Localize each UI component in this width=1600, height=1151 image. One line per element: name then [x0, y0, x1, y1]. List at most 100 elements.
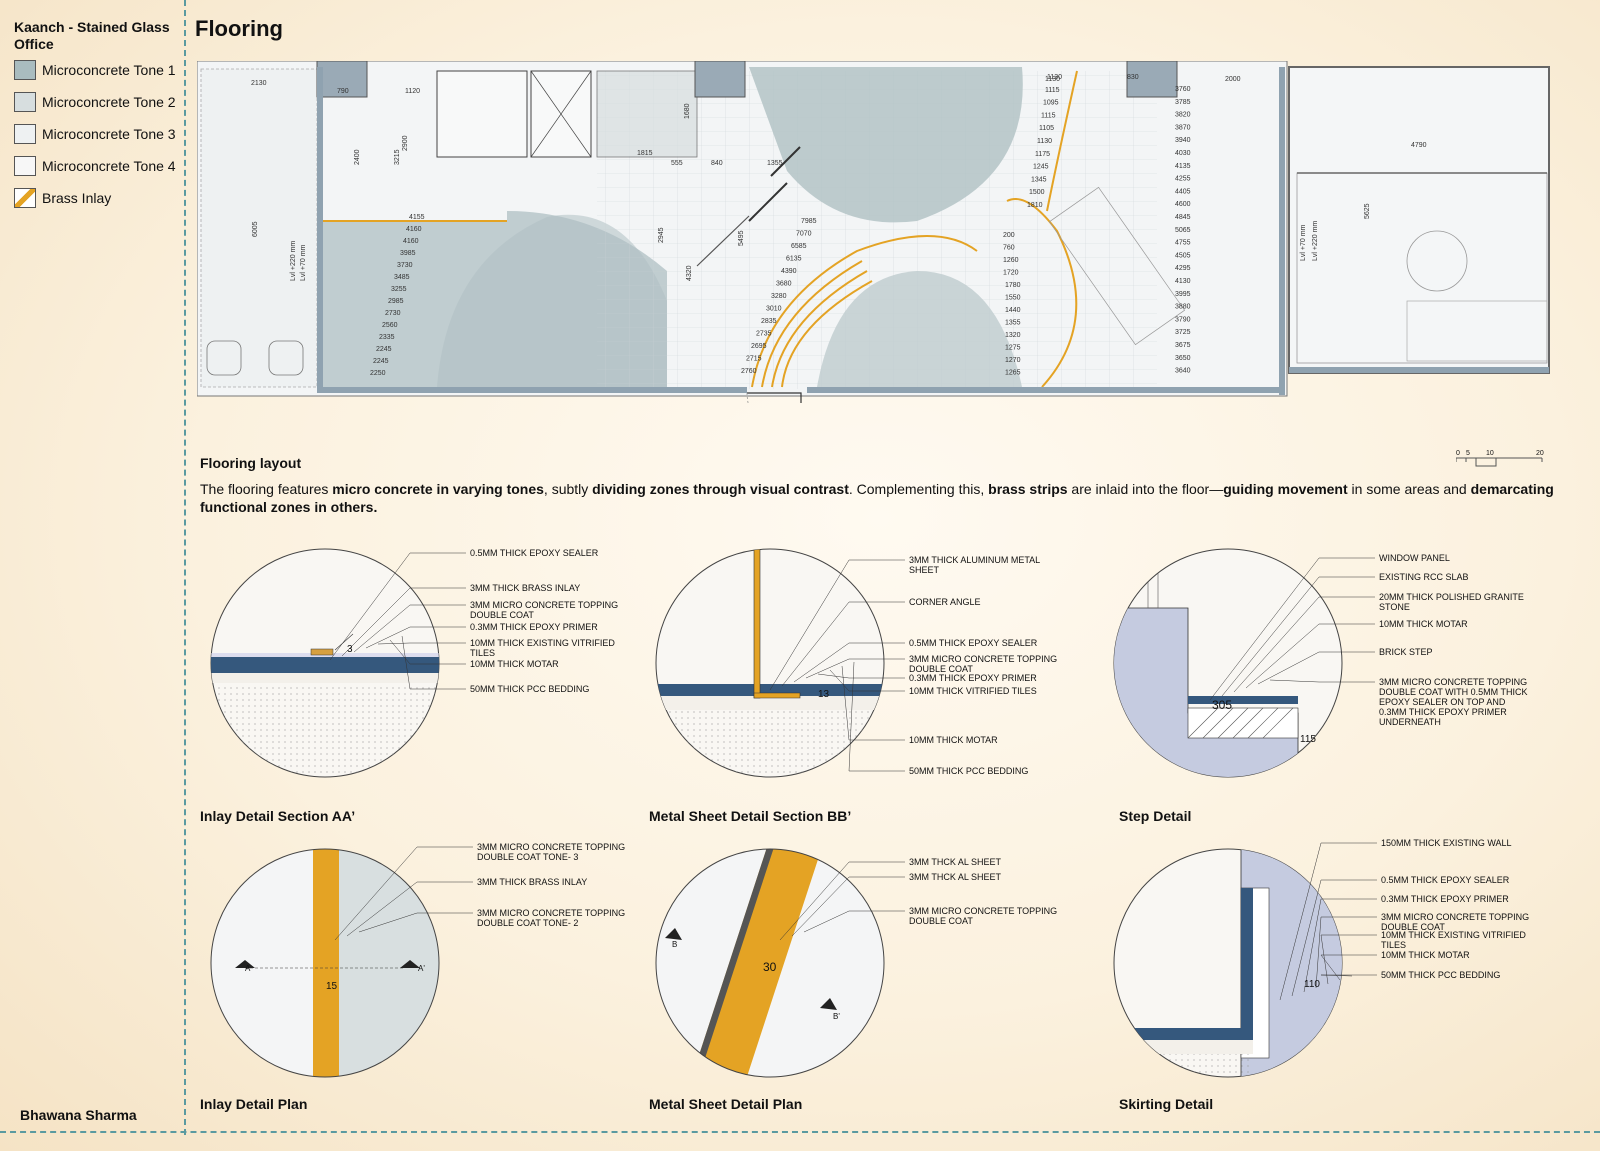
plan-dimension: 1245	[1033, 164, 1049, 171]
skirting-drawing	[1113, 848, 1343, 1078]
legend-swatch	[14, 156, 36, 176]
plan-dimension: 3760	[1175, 86, 1191, 93]
plan-dimension: Lvl +220 mm	[1312, 221, 1319, 261]
detail-title: Step Detail	[1119, 808, 1192, 824]
description-run: dividing zones through visual contrast	[592, 481, 849, 497]
plan-dimension: 3255	[391, 286, 407, 293]
legend: Microconcrete Tone 1 Microconcrete Tone 2…	[14, 54, 176, 214]
plan-dimension: 1115	[1045, 87, 1060, 94]
detail-dimension: 115	[1300, 734, 1316, 745]
description-run: guiding movement	[1223, 481, 1348, 497]
plan-dimension: 1720	[1003, 270, 1019, 277]
detail-title: Skirting Detail	[1119, 1096, 1214, 1112]
plan-dimension: 2735	[756, 331, 772, 338]
detail-annotation: 3MM MICRO CONCRETE TOPPING DOUBLE COAT	[909, 906, 1058, 926]
flooring-description: The flooring features micro concrete in …	[200, 480, 1570, 516]
plan-dimension: 1355	[1005, 320, 1021, 327]
section-marker: A	[245, 964, 251, 973]
plan-dimension: 840	[711, 160, 723, 167]
plan-dimension: 3870	[1175, 124, 1191, 131]
plan-dimension: 2695	[751, 343, 767, 350]
plan-dimension: 2245	[373, 358, 389, 365]
detail-annotation: 3MM MICRO CONCRETE TOPPING DOUBLE COAT T…	[477, 842, 626, 862]
plan-dimension: 2985	[388, 298, 404, 305]
legend-swatch	[14, 60, 36, 80]
plan-dimension: 1440	[1005, 307, 1021, 314]
flooring-layout-title: Flooring layout	[200, 455, 302, 471]
detail-annotation: 50MM THICK PCC BEDDING	[1381, 970, 1501, 980]
legend-item: Brass Inlay	[14, 182, 176, 214]
section-marker: B	[672, 940, 678, 949]
plan-dimension: 4505	[1175, 252, 1191, 259]
plan-dimension: 3725	[1175, 329, 1191, 336]
plan-dimension: 4320	[686, 265, 693, 281]
detail-annotation: 0.5MM THICK EPOXY SEALER	[470, 548, 599, 558]
scale-tick-label: 0	[1456, 450, 1460, 457]
plan-dimension: 4130	[1175, 278, 1191, 285]
description-run: micro concrete in varying tones	[332, 481, 544, 497]
plan-dimension: 2335	[379, 334, 395, 341]
detail-annotation: 0.3MM THICK EPOXY PRIMER	[1381, 894, 1509, 904]
plan-dimension: 790	[337, 88, 349, 95]
detail-annotation: 3MM MICRO CONCRETE TOPPING DOUBLE COAT	[470, 600, 619, 620]
detail-annotation: 3MM THICK BRASS INLAY	[477, 877, 588, 887]
detail-skirting: Skirting Detail	[1108, 848, 1578, 1118]
plan-dimension: 1095	[1043, 100, 1059, 107]
plan-dimension: 4405	[1175, 188, 1191, 195]
detail-annotation: 10MM THICK MOTAR	[470, 659, 559, 669]
plan-dimension: 3650	[1175, 355, 1191, 362]
margin-line-vertical	[184, 0, 186, 1135]
plan-dimension: 6135	[786, 256, 802, 263]
plan-dimension: 4155	[409, 214, 425, 221]
detail-title: Metal Sheet Detail Plan	[649, 1096, 803, 1112]
plan-dimension: 4255	[1175, 176, 1191, 183]
plan-dimension: 1130	[1045, 76, 1060, 83]
plan-dimension: 3790	[1175, 316, 1191, 323]
plan-dimension: 2400	[354, 149, 361, 165]
detail-annotation: 3MM THICK BRASS INLAY	[470, 583, 581, 593]
detail-annotation: 10MM THICK EXISTING VITRIFIED TILES	[470, 638, 615, 658]
detail-annotation: 10MM THICK MOTAR	[1381, 950, 1470, 960]
plan-dimension: 4390	[781, 268, 797, 275]
plan-dimension: 1105	[1039, 125, 1054, 132]
plan-dimension: 2760	[741, 368, 757, 375]
plan-dimension: 3985	[400, 250, 416, 257]
plan-dimension: 3215	[394, 149, 401, 165]
detail-annotation: CORNER ANGLE	[909, 597, 981, 607]
detail-dimension: 3	[347, 644, 353, 655]
plan-dimension: 1265	[1005, 370, 1021, 377]
detail-annotation: 150MM THICK EXISTING WALL	[1381, 838, 1512, 848]
plan-dimension: 3675	[1175, 342, 1191, 349]
plan-dimension: 1810	[1027, 202, 1043, 209]
detail-annotation: 0.5MM THICK EPOXY SEALER	[909, 638, 1038, 648]
detail-dimension: 110	[1304, 979, 1320, 990]
detail-title: Inlay Detail Section AA’	[200, 808, 356, 824]
detail-inlay-section: Inlay Detail Section AA’	[200, 548, 655, 824]
detail-title: Inlay Detail Plan	[200, 1096, 308, 1112]
plan-dimension: 1345	[1031, 176, 1047, 183]
plan-dimension: 2900	[402, 135, 409, 151]
plan-dimension: 4160	[403, 238, 419, 245]
detail-annotation: 10MM THICK MOTAR	[909, 735, 998, 745]
plan-dimension: 1550	[1005, 295, 1021, 302]
description-run: in some areas and	[1347, 481, 1471, 497]
plan-dimension: 2715	[746, 356, 762, 363]
legend-swatch	[14, 92, 36, 112]
legend-item: Microconcrete Tone 2	[14, 86, 176, 118]
detail-annotation: BRICK STEP	[1379, 647, 1433, 657]
plan-dimension: 4845	[1175, 214, 1191, 221]
legend-label: Microconcrete Tone 3	[42, 126, 176, 142]
legend-label: Microconcrete Tone 1	[42, 62, 176, 78]
plan-dimension: 555	[671, 160, 683, 167]
scale-tick-label: 5	[1466, 450, 1470, 457]
plan-dimension: 4790	[1411, 142, 1427, 149]
plan-dimension: 4030	[1175, 150, 1191, 157]
detail-annotation: 20MM THICK POLISHED GRANITE STONE	[1379, 592, 1524, 612]
detail-annotation: 50MM THICK PCC BEDDING	[470, 684, 590, 694]
plan-dimension: 7985	[801, 218, 817, 225]
detail-annotation: 50MM THICK PCC BEDDING	[909, 766, 1029, 776]
step-drawing	[1113, 548, 1343, 778]
plan-dimension: 760	[1003, 245, 1015, 252]
plan-dimension: Lvl +70 mm	[300, 244, 307, 281]
plan-dimension: 2945	[658, 227, 665, 243]
